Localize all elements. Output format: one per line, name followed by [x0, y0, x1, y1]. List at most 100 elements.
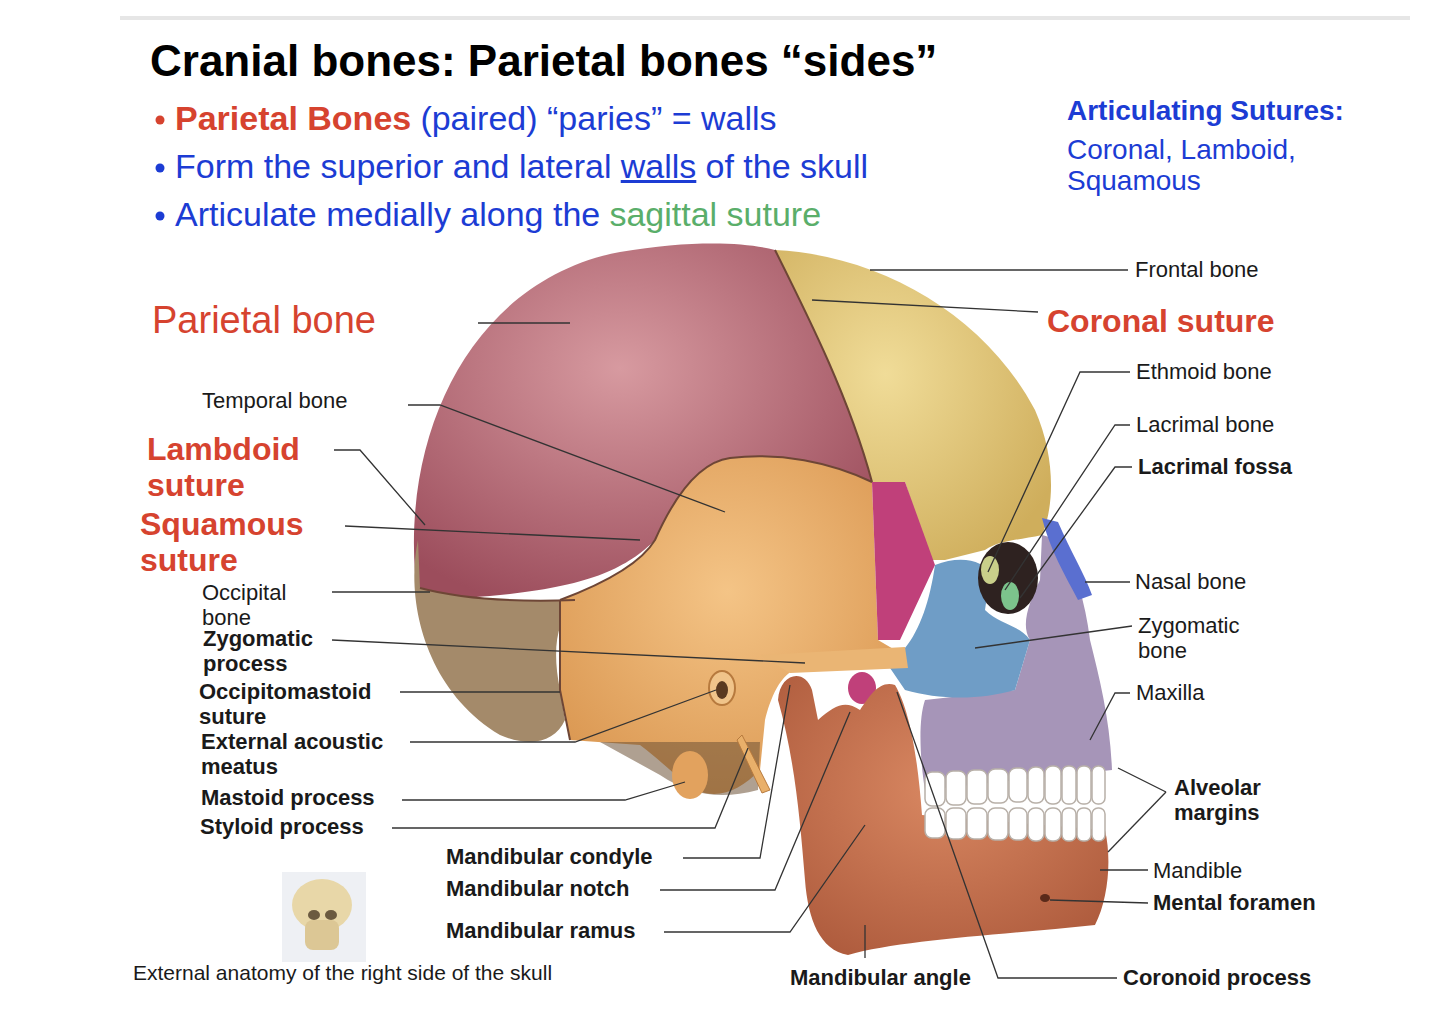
leader-line [683, 685, 790, 858]
feature-label: Mandibular ramus [446, 919, 635, 944]
bullet-line: Articulate medially along thesagittal su… [175, 194, 830, 235]
bullet-text: of the skull [705, 147, 868, 185]
leader-line [332, 591, 430, 592]
bullet-text: (paired) “paries” = walls [420, 99, 776, 137]
feature-label: Mandibular notch [446, 877, 629, 902]
slide-title: Cranial bones: Parietal bones “sides” [150, 36, 937, 85]
leader-line [812, 300, 1038, 312]
feature-label: Mandibular condyle [446, 845, 653, 870]
lambdoid-suture-line [420, 588, 575, 601]
top-rule [120, 16, 1410, 20]
leader-line [478, 322, 570, 323]
tooth [925, 808, 945, 838]
occipital-bone-shape [414, 540, 575, 742]
leader-line [897, 692, 1117, 978]
feature-label: External acoustic meatus [201, 730, 406, 779]
bullet-text: walls [621, 147, 697, 185]
suture-label: Coronal suture [1047, 304, 1275, 340]
suture-label: Lambdoid suture [147, 432, 332, 504]
tooth [1028, 767, 1044, 803]
mandible-shape [778, 676, 1108, 955]
tooth [967, 808, 987, 839]
leader-line [1050, 900, 1148, 903]
leader-line [1085, 581, 1130, 582]
tooth [1077, 808, 1091, 841]
leader-line [664, 825, 865, 932]
skull-thumbnail [282, 872, 366, 962]
tooth [946, 808, 966, 839]
external-acoustic-meatus-shape [716, 681, 728, 699]
thumbnail-orbit [308, 910, 320, 920]
nasal-bone-shape [1042, 518, 1092, 600]
tooth [1077, 766, 1091, 804]
squamous-suture-line [560, 456, 872, 600]
tooth [1062, 808, 1076, 841]
tooth [988, 808, 1008, 840]
tooth [988, 769, 1008, 803]
leader-line [392, 748, 748, 828]
feature-label: Mental foramen [1153, 891, 1316, 916]
leader-line [1108, 792, 1166, 852]
mastoid-process-shape [672, 751, 708, 799]
leader-line [660, 712, 850, 890]
coronal-suture-line [775, 250, 872, 482]
feature-label: Mandibular angle [790, 966, 971, 991]
leader-line [334, 450, 425, 525]
feature-label: Mastoid process [201, 786, 375, 811]
bullet-text: Parietal Bones [175, 99, 411, 137]
bullet-dot [156, 116, 165, 125]
leader-line [1100, 869, 1148, 870]
leader-line [864, 925, 865, 958]
leader-line [410, 690, 716, 742]
leader-line [332, 640, 805, 663]
tooth [1092, 808, 1105, 841]
tooth [1009, 768, 1027, 802]
occipitomastoid-suture-line [560, 600, 570, 740]
tooth [1092, 766, 1105, 804]
bullet-text: Form the superior and lateral [175, 147, 612, 185]
leader-line [345, 526, 640, 540]
leader-line [1020, 467, 1132, 598]
bullet-text: sagittal suture [609, 195, 821, 233]
orbit-shape [978, 542, 1038, 614]
leader-line [975, 626, 1132, 648]
feature-label: Occipitomastoid suture [199, 680, 394, 729]
leader-line [1090, 693, 1130, 740]
sutures-list: Coronal, Lamboid, Squamous [1067, 134, 1352, 197]
bone-label: Temporal bone [202, 389, 348, 414]
lacrimal-bone-shape [1001, 582, 1019, 610]
tooth [1045, 766, 1061, 804]
tooth [1062, 766, 1076, 804]
bone-label: Parietal bone [152, 299, 376, 342]
bone-label: Occipital bone [202, 581, 317, 630]
bone-label: Nasal bone [1135, 570, 1246, 595]
thumbnail-orbit [325, 910, 337, 920]
tooth [967, 770, 987, 804]
ear-ring [709, 671, 735, 705]
thumbnail-frame [282, 872, 366, 962]
bone-label: Frontal bone [1135, 258, 1259, 283]
bullet-dot [156, 164, 165, 173]
bullet-line: Parietal Bones(paired) “paries” = walls [175, 98, 786, 139]
leader-line [988, 372, 1130, 572]
leader-line [400, 691, 560, 692]
leader-line [1005, 425, 1130, 590]
sutures [420, 250, 872, 740]
bone-label: Mandible [1153, 859, 1242, 884]
leader-lines [332, 270, 1166, 978]
bullet-dot [156, 212, 165, 221]
tooth [1028, 808, 1044, 841]
feature-label: Alveolar margins [1174, 776, 1294, 825]
feature-label: Zygomatic process [203, 627, 328, 676]
leader-line [408, 405, 725, 512]
tooth [1009, 808, 1027, 840]
bone-label: Ethmoid bone [1136, 360, 1272, 385]
feature-label: Lacrimal fossa [1138, 455, 1292, 480]
mental-foramen-shape [1040, 894, 1050, 902]
sutures-heading: Articulating Sutures: [1067, 95, 1344, 126]
bone-label: Zygomatic bone [1138, 614, 1263, 663]
suture-label: Squamous suture [140, 507, 335, 579]
feature-label: Coronoid process [1123, 966, 1311, 991]
teeth [925, 766, 1105, 841]
